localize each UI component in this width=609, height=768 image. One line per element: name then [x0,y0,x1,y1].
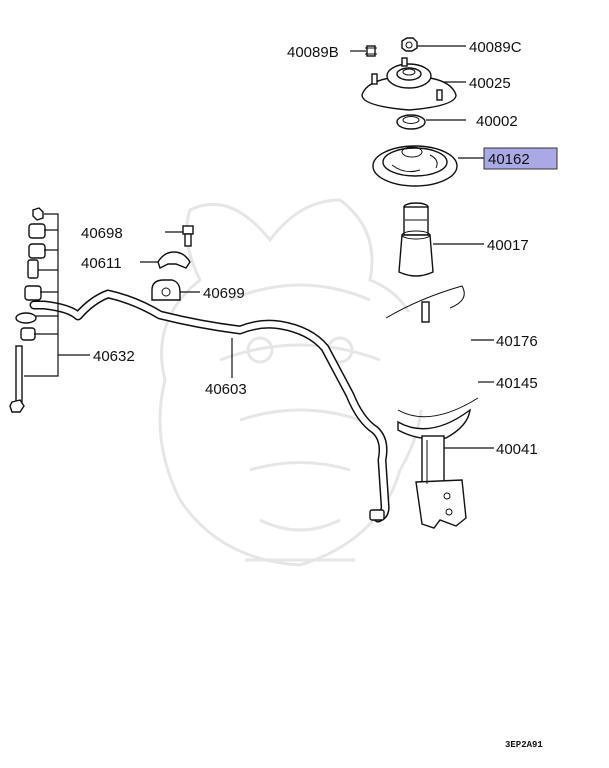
part-40145-lower-insulator[interactable] [397,397,479,418]
part-40025-strut-mount[interactable] [361,57,457,111]
label-40699: 40699 [203,285,245,302]
label-40162: 40162 [488,151,530,168]
part-40017-dust-boot[interactable] [398,202,434,277]
part-40611-bracket[interactable] [157,251,191,269]
label-40017: 40017 [487,237,529,254]
part-40603-stabilizer-bar[interactable] [29,289,390,523]
label-40025: 40025 [469,75,511,92]
label-40698: 40698 [81,225,123,242]
part-40002-bearing[interactable] [396,114,426,130]
label-40041: 40041 [496,441,538,458]
part-40041-strut-assembly[interactable] [397,408,471,529]
part-40089C-nut[interactable] [401,37,418,52]
part-40089B-bolt[interactable] [365,45,377,57]
part-40699-bushing[interactable] [151,279,181,301]
part-40632-link-set[interactable] [9,207,59,413]
label-40002: 40002 [476,113,518,130]
label-40611: 40611 [81,255,122,272]
label-40089B: 40089B [287,44,339,61]
part-40162-spring-seat[interactable] [372,145,458,187]
label-40162-highlight [483,147,558,170]
watermark-emblem [158,198,424,567]
part-40176-coil-spring[interactable] [385,285,473,411]
label-40632: 40632 [93,348,135,365]
label-40176: 40176 [496,333,538,350]
label-40145: 40145 [496,375,538,392]
label-40603: 40603 [205,381,247,398]
label-40089C: 40089C [469,39,522,56]
part-40698-bolt[interactable] [182,225,194,247]
diagram-code: 3EP2A91 [505,740,543,750]
